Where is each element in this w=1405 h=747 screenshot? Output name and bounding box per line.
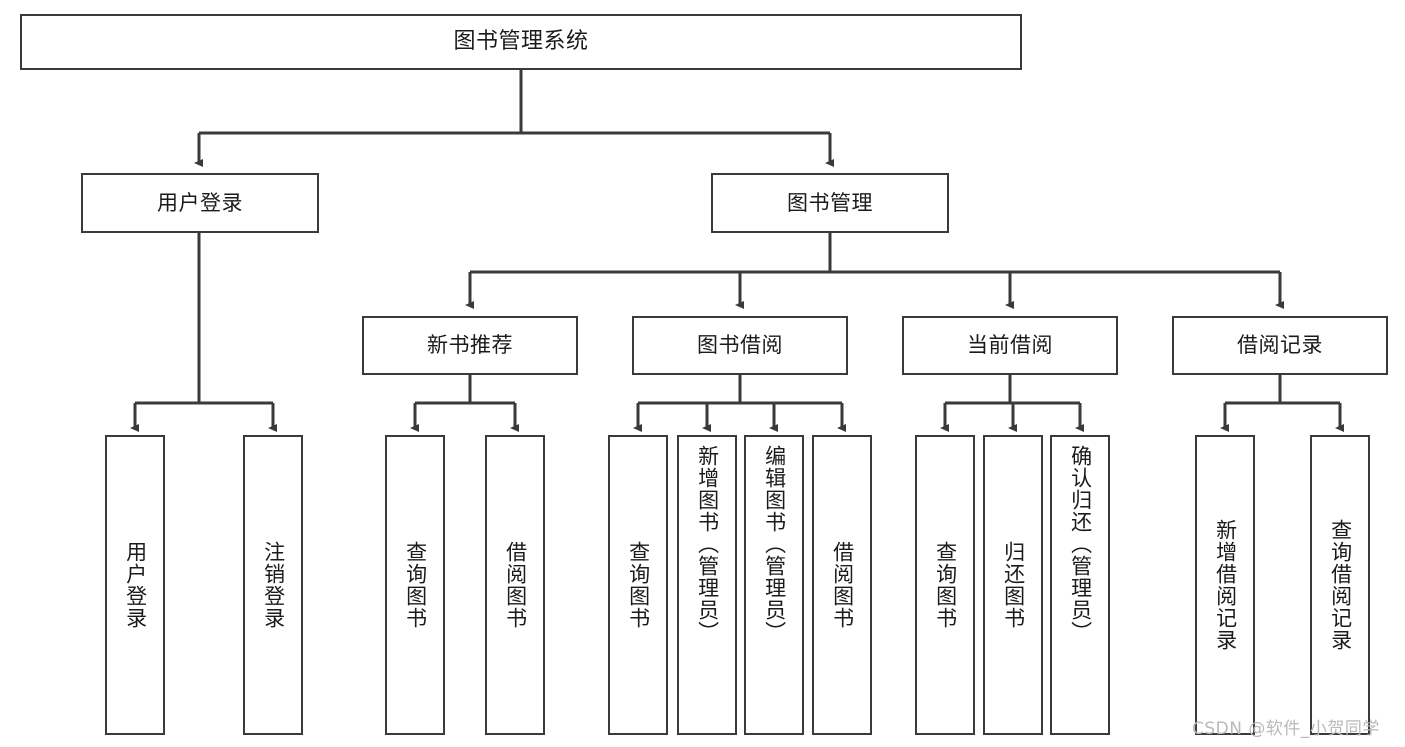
node-leaf-query-record[interactable]: 查询借阅记录	[1310, 435, 1370, 735]
node-current-borrow[interactable]: 当前借阅	[902, 316, 1118, 375]
node-leaf-user-login-label: 用户登录	[123, 541, 148, 629]
node-current-borrow-label: 当前借阅	[967, 333, 1053, 358]
node-book-manage[interactable]: 图书管理	[711, 173, 949, 233]
node-leaf-borrow-book-2[interactable]: 借阅图书	[812, 435, 872, 735]
node-leaf-query-book-1-label: 查询图书	[403, 541, 428, 629]
node-leaf-add-record[interactable]: 新增借阅记录	[1195, 435, 1255, 735]
node-leaf-borrow-book-2-label: 借阅图书	[830, 541, 855, 629]
node-leaf-query-book-3[interactable]: 查询图书	[915, 435, 975, 735]
node-leaf-return-book[interactable]: 归还图书	[983, 435, 1043, 735]
node-borrow-record[interactable]: 借阅记录	[1172, 316, 1388, 375]
node-leaf-borrow-book-1-label: 借阅图书	[503, 541, 528, 629]
node-leaf-add-record-label: 新增借阅记录	[1213, 519, 1238, 651]
node-borrow-record-label: 借阅记录	[1237, 333, 1323, 358]
node-book-borrow-label: 图书借阅	[697, 333, 783, 358]
node-leaf-edit-book-label: 编辑图书（管理员）	[762, 445, 787, 643]
node-user-login-label: 用户登录	[157, 190, 243, 215]
node-leaf-edit-book[interactable]: 编辑图书（管理员）	[744, 435, 804, 735]
node-leaf-user-logout[interactable]: 注销登录	[243, 435, 303, 735]
node-leaf-query-book-1[interactable]: 查询图书	[385, 435, 445, 735]
node-new-book-recommend[interactable]: 新书推荐	[362, 316, 578, 375]
node-book-manage-label: 图书管理	[787, 190, 873, 215]
node-new-book-recommend-label: 新书推荐	[427, 333, 513, 358]
node-user-login[interactable]: 用户登录	[81, 173, 319, 233]
node-leaf-return-book-label: 归还图书	[1001, 541, 1026, 629]
csdn-watermark: CSDN @软件_小贺同学	[1192, 719, 1380, 739]
node-leaf-query-book-3-label: 查询图书	[933, 541, 958, 629]
node-leaf-borrow-book-1[interactable]: 借阅图书	[485, 435, 545, 735]
node-leaf-confirm-return-label: 确认归还（管理员）	[1068, 445, 1093, 643]
node-leaf-user-login[interactable]: 用户登录	[105, 435, 165, 735]
node-leaf-add-book-label: 新增图书（管理员）	[695, 445, 720, 643]
node-leaf-user-logout-label: 注销登录	[261, 541, 286, 629]
node-leaf-query-book-2-label: 查询图书	[626, 541, 651, 629]
node-root-label: 图书管理系统	[453, 29, 589, 55]
node-leaf-add-book[interactable]: 新增图书（管理员）	[677, 435, 737, 735]
node-leaf-query-record-label: 查询借阅记录	[1328, 519, 1353, 651]
node-root[interactable]: 图书管理系统	[20, 14, 1022, 70]
node-leaf-confirm-return[interactable]: 确认归还（管理员）	[1050, 435, 1110, 735]
node-book-borrow[interactable]: 图书借阅	[632, 316, 848, 375]
node-leaf-query-book-2[interactable]: 查询图书	[608, 435, 668, 735]
